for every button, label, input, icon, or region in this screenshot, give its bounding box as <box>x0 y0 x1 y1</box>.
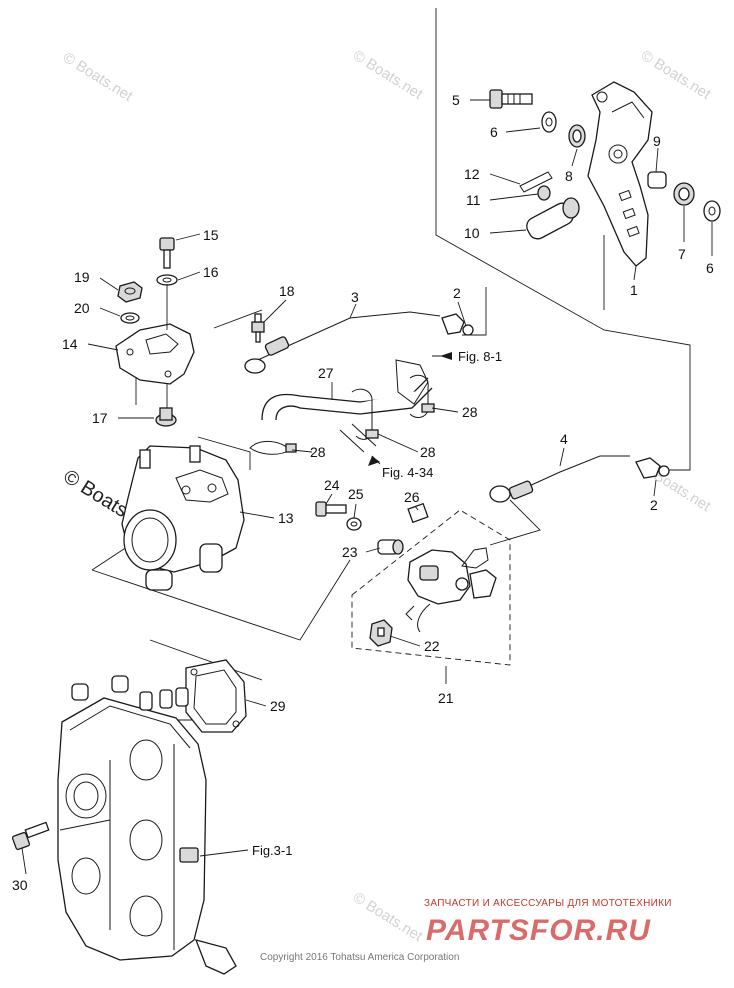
callout-30: 30 <box>12 877 28 893</box>
shop-logo: PARTSFOR.RU <box>426 914 651 947</box>
sensor-clip <box>369 619 393 647</box>
callout-27: 27 <box>318 365 334 381</box>
leader-lines <box>21 99 713 875</box>
grommet <box>155 384 177 427</box>
washer-20 <box>120 312 140 324</box>
callout-22: 22 <box>424 638 440 654</box>
shop-tagline: ЗАПЧАСТИ И АКСЕССУАРЫ ДЛЯ МОТОТЕХНИКИ <box>424 898 672 909</box>
callout-2: 2 <box>453 285 461 301</box>
callout-28c: 28 <box>310 444 326 460</box>
reference-fig-4-34: Fig. 4-34 <box>382 465 433 480</box>
footer: Copyright 2016 Tohatsu America Corporati… <box>260 898 672 963</box>
callout-6b: 6 <box>706 260 714 276</box>
callout-4: 4 <box>560 431 568 447</box>
ball-joint <box>441 313 474 336</box>
callouts: 5 6 8 9 12 11 10 7 6 1 2 3 18 15 16 19 2… <box>12 92 714 893</box>
label-sticker <box>407 502 429 524</box>
callout-1: 1 <box>630 282 638 298</box>
callout-29: 29 <box>270 698 286 714</box>
rod-end <box>526 197 580 240</box>
throttle-lever-bracket <box>587 81 653 267</box>
callout-17: 17 <box>92 410 108 426</box>
washer <box>541 111 557 133</box>
watermark: © Boats.net <box>350 47 426 104</box>
callout-5: 5 <box>452 92 460 108</box>
callout-9: 9 <box>653 133 661 149</box>
copyright-text: Copyright 2016 Tohatsu America Corporati… <box>260 952 459 963</box>
nut <box>117 281 143 303</box>
callout-7: 7 <box>678 246 686 262</box>
callout-6: 6 <box>490 124 498 140</box>
callout-3: 3 <box>351 289 359 305</box>
callout-18: 18 <box>279 283 295 299</box>
arrow-icon <box>440 352 452 360</box>
callout-21: 21 <box>438 690 454 706</box>
callout-24: 24 <box>324 477 340 493</box>
callout-13: 13 <box>278 510 294 526</box>
hose-clamp-c <box>249 441 297 455</box>
callout-8: 8 <box>565 168 573 184</box>
clip <box>519 171 553 193</box>
callout-25: 25 <box>348 486 364 502</box>
collar <box>647 171 667 189</box>
arrow-icon <box>368 456 380 466</box>
watermark: © Boats.net <box>638 47 714 104</box>
watermark: © Boats.net <box>350 889 426 946</box>
reference-fig-8-1: Fig. 8-1 <box>458 349 502 364</box>
throttle-body <box>121 445 245 591</box>
callout-28b: 28 <box>420 444 436 460</box>
intake-manifold <box>57 675 237 975</box>
callout-10: 10 <box>464 225 480 241</box>
watermark: © Boats.net <box>60 49 136 106</box>
washer-16 <box>156 274 178 286</box>
callout-14: 14 <box>62 336 78 352</box>
callout-28: 28 <box>462 404 478 420</box>
callout-23: 23 <box>342 544 358 560</box>
mounting-bracket <box>115 284 195 385</box>
callout-20: 20 <box>74 300 90 316</box>
bolt <box>489 89 533 109</box>
callout-2b: 2 <box>650 497 658 513</box>
link-rod-4 <box>489 455 630 503</box>
bolt-15 <box>159 237 175 269</box>
figure-references: Fig. 8-1 Fig. 4-34 Fig.3-1 <box>252 349 502 858</box>
callout-19: 19 <box>74 269 90 285</box>
throttle-sensor-assembly <box>405 547 497 633</box>
link-rod-3 <box>244 311 441 374</box>
small-collar <box>537 185 551 201</box>
callout-16: 16 <box>203 264 219 280</box>
callout-26: 26 <box>404 489 420 505</box>
collar-23 <box>377 539 404 555</box>
callout-12: 12 <box>464 166 480 182</box>
reference-fig-3-1: Fig.3-1 <box>252 843 292 858</box>
gasket <box>185 659 247 733</box>
washer-25 <box>346 517 362 531</box>
hose <box>261 359 433 453</box>
stud <box>251 313 265 343</box>
bolt-24 <box>315 501 347 517</box>
callout-11: 11 <box>466 192 481 208</box>
callout-15: 15 <box>203 227 219 243</box>
ball-joint-2b <box>635 457 670 479</box>
bolt-30 <box>11 821 50 851</box>
washer-6b <box>703 200 721 222</box>
